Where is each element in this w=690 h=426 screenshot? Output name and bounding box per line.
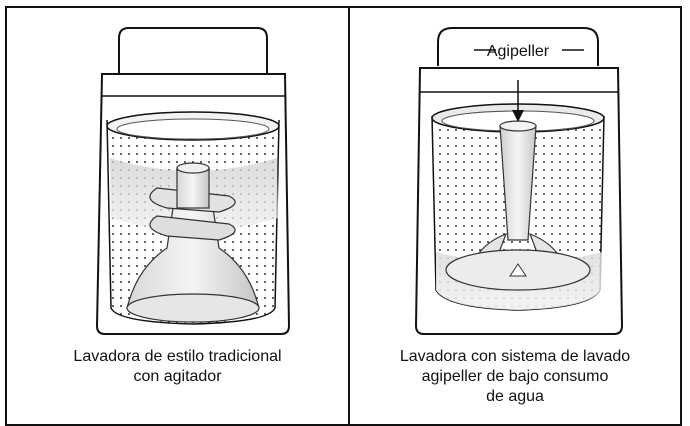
washer-agipeller-illustration: Agipeller bbox=[414, 27, 624, 335]
caption-line: Lavadora de estilo tradicional bbox=[73, 348, 282, 365]
caption-traditional: Lavadora de estilo tradicional con agita… bbox=[7, 347, 348, 387]
washer-agitator-illustration bbox=[95, 27, 291, 335]
caption-line: agipeller de bajo consumo bbox=[421, 368, 609, 385]
caption-line: de agua bbox=[486, 388, 544, 405]
panel-divider bbox=[348, 6, 350, 426]
caption-line: con agitador bbox=[133, 368, 222, 385]
caption-line: Lavadora con sistema de lavado bbox=[399, 348, 631, 365]
callout-agipeller: Agipeller bbox=[487, 43, 550, 60]
caption-agipeller: Lavadora con sistema de lavado agipeller… bbox=[350, 347, 680, 407]
